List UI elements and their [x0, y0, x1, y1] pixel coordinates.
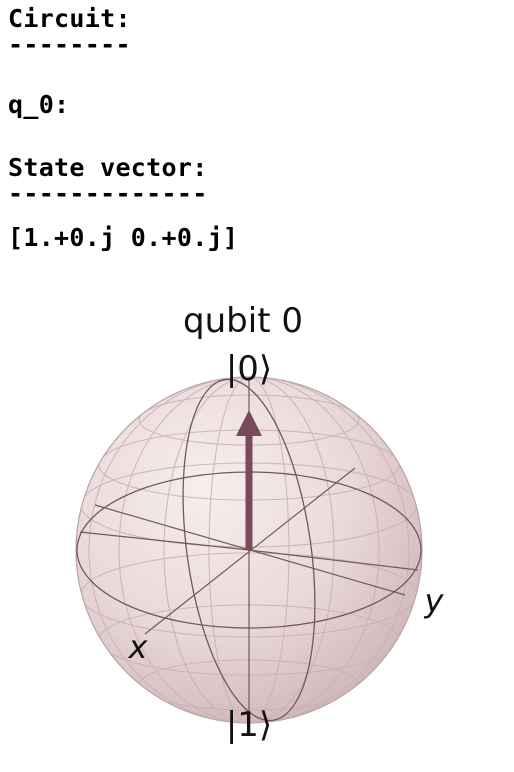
bloch-sphere-figure: qubit 0 |0⟩ |1⟩ x y	[0, 290, 514, 772]
bloch-sphere-svg: qubit 0 |0⟩ |1⟩ x y	[75, 301, 445, 745]
circuit-heading: Circuit:	[8, 4, 131, 33]
bloch-title: qubit 0	[183, 301, 303, 341]
axis-x-label: x	[128, 628, 149, 666]
ket-one-label: |1⟩	[226, 705, 272, 745]
state-vector-values: [1.+0.j 0.+0.j]	[8, 223, 239, 252]
ket-zero-label: |0⟩	[226, 349, 272, 389]
state-vector-heading: State vector:	[8, 153, 208, 182]
state-vector-rule: -------------	[8, 179, 208, 208]
state-vector-arrow	[236, 410, 262, 550]
axis-y-label: y	[424, 582, 445, 620]
qubit-line: q_0:	[8, 90, 70, 119]
circuit-rule: --------	[8, 30, 131, 59]
